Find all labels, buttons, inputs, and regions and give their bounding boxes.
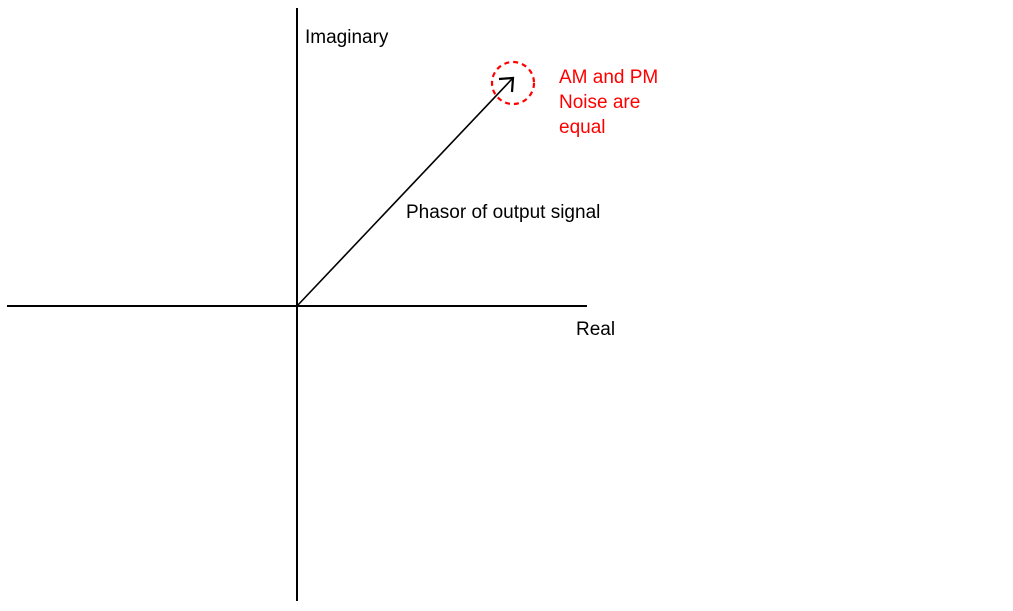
noise-annotation: AM and PM Noise are equal bbox=[559, 65, 658, 140]
phasor-label: Phasor of output signal bbox=[406, 202, 601, 223]
noise-annotation-line: AM and PM bbox=[559, 67, 659, 88]
noise-circle bbox=[490, 60, 536, 106]
phasor-arrow-line bbox=[296, 78, 513, 307]
real-axis-label: Real bbox=[576, 319, 616, 340]
phasor-arrow-head bbox=[498, 76, 515, 93]
noise-annotation-line: Noise are bbox=[559, 92, 641, 113]
noise-annotation-line: equal bbox=[559, 117, 606, 138]
imaginary-axis-label: Imaginary bbox=[305, 27, 389, 48]
